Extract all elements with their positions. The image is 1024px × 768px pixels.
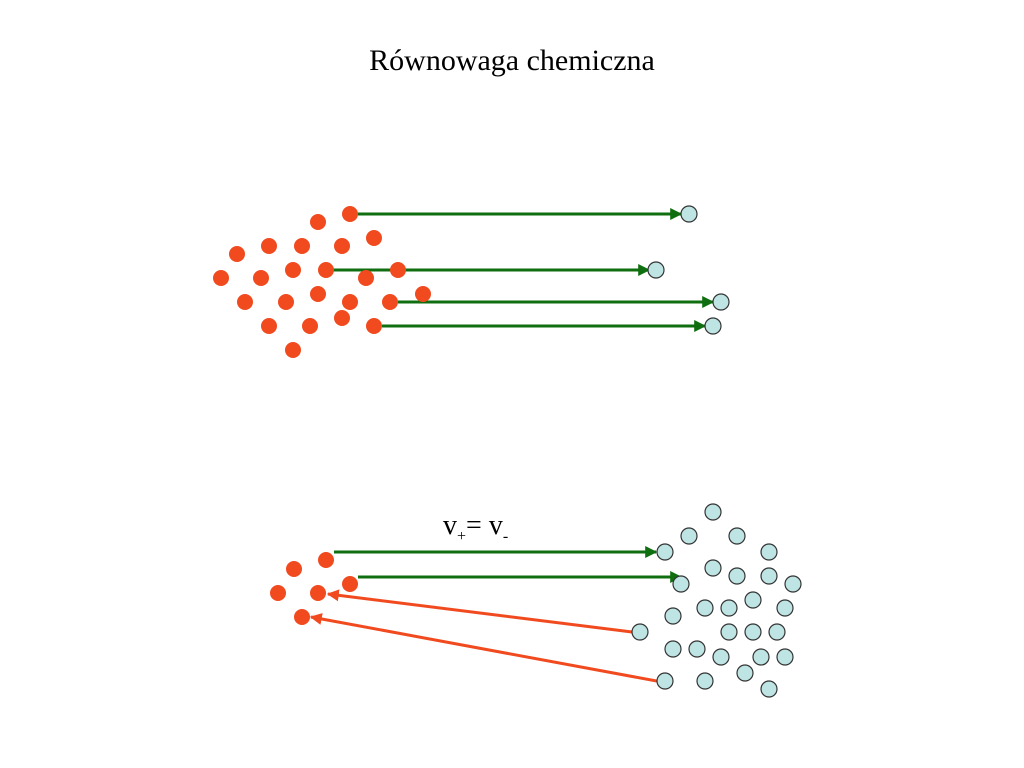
product-particle — [760, 680, 778, 698]
product-particle — [752, 648, 770, 666]
product-particle — [728, 567, 746, 585]
reactant-particle — [285, 262, 301, 278]
product-particle — [776, 648, 794, 666]
product-particle — [704, 317, 722, 335]
rate-equality-label: v+= v- — [443, 510, 508, 546]
reactant-particle — [310, 214, 326, 230]
reactant-particle — [366, 318, 382, 334]
reactant-particle — [261, 318, 277, 334]
reactant-particle — [213, 270, 229, 286]
reactant-particle — [366, 230, 382, 246]
product-particle — [704, 503, 722, 521]
reactant-particle — [229, 246, 245, 262]
product-particle — [688, 640, 706, 658]
reactant-particle — [342, 294, 358, 310]
rate-v-forward: v — [443, 510, 457, 541]
reactant-particle — [382, 294, 398, 310]
equals-sign: = — [466, 510, 482, 541]
reactant-particle — [302, 318, 318, 334]
reactant-particle — [358, 270, 374, 286]
product-particle — [744, 591, 762, 609]
reverse-reaction-arrow — [309, 613, 663, 684]
product-particle — [760, 543, 778, 561]
reactant-particle — [342, 576, 358, 592]
reactant-particle — [278, 294, 294, 310]
product-particle — [656, 672, 674, 690]
product-particle — [680, 527, 698, 545]
product-particle — [696, 672, 714, 690]
product-particle — [664, 640, 682, 658]
product-particle — [728, 527, 746, 545]
product-particle — [712, 293, 730, 311]
reactant-particle — [294, 609, 310, 625]
product-particle — [720, 599, 738, 617]
product-particle — [744, 623, 762, 641]
reactant-particle — [390, 262, 406, 278]
reactant-particle — [342, 206, 358, 222]
reverse-reaction-arrow — [326, 589, 633, 634]
reactant-particle — [310, 585, 326, 601]
product-particle — [647, 261, 665, 279]
reactant-particle — [286, 561, 302, 577]
reactant-particle — [334, 310, 350, 326]
product-particle — [656, 543, 674, 561]
product-particle — [664, 607, 682, 625]
product-particle — [784, 575, 802, 593]
reactant-particle — [334, 238, 350, 254]
product-particle — [712, 648, 730, 666]
reactant-particle — [253, 270, 269, 286]
rate-v-reverse: v — [488, 510, 503, 541]
product-particle — [736, 664, 754, 682]
reactant-particle — [294, 238, 310, 254]
reactant-particle — [270, 585, 286, 601]
reactant-particle — [318, 262, 334, 278]
reactant-particle — [237, 294, 253, 310]
reverse-subscript: - — [502, 528, 509, 545]
product-particle — [760, 567, 778, 585]
reactant-particle — [415, 286, 431, 302]
product-particle — [680, 205, 698, 223]
product-particle — [631, 623, 649, 641]
product-particle — [776, 599, 794, 617]
product-particle — [768, 623, 786, 641]
forward-subscript: + — [457, 528, 467, 545]
product-particle — [672, 575, 690, 593]
product-particle — [696, 599, 714, 617]
reactant-particle — [261, 238, 277, 254]
reactant-particle — [310, 286, 326, 302]
product-particle — [704, 559, 722, 577]
reactant-particle — [318, 552, 334, 568]
slide-title: Równowaga chemiczna — [369, 44, 655, 77]
reactant-particle — [285, 342, 301, 358]
product-particle — [720, 623, 738, 641]
